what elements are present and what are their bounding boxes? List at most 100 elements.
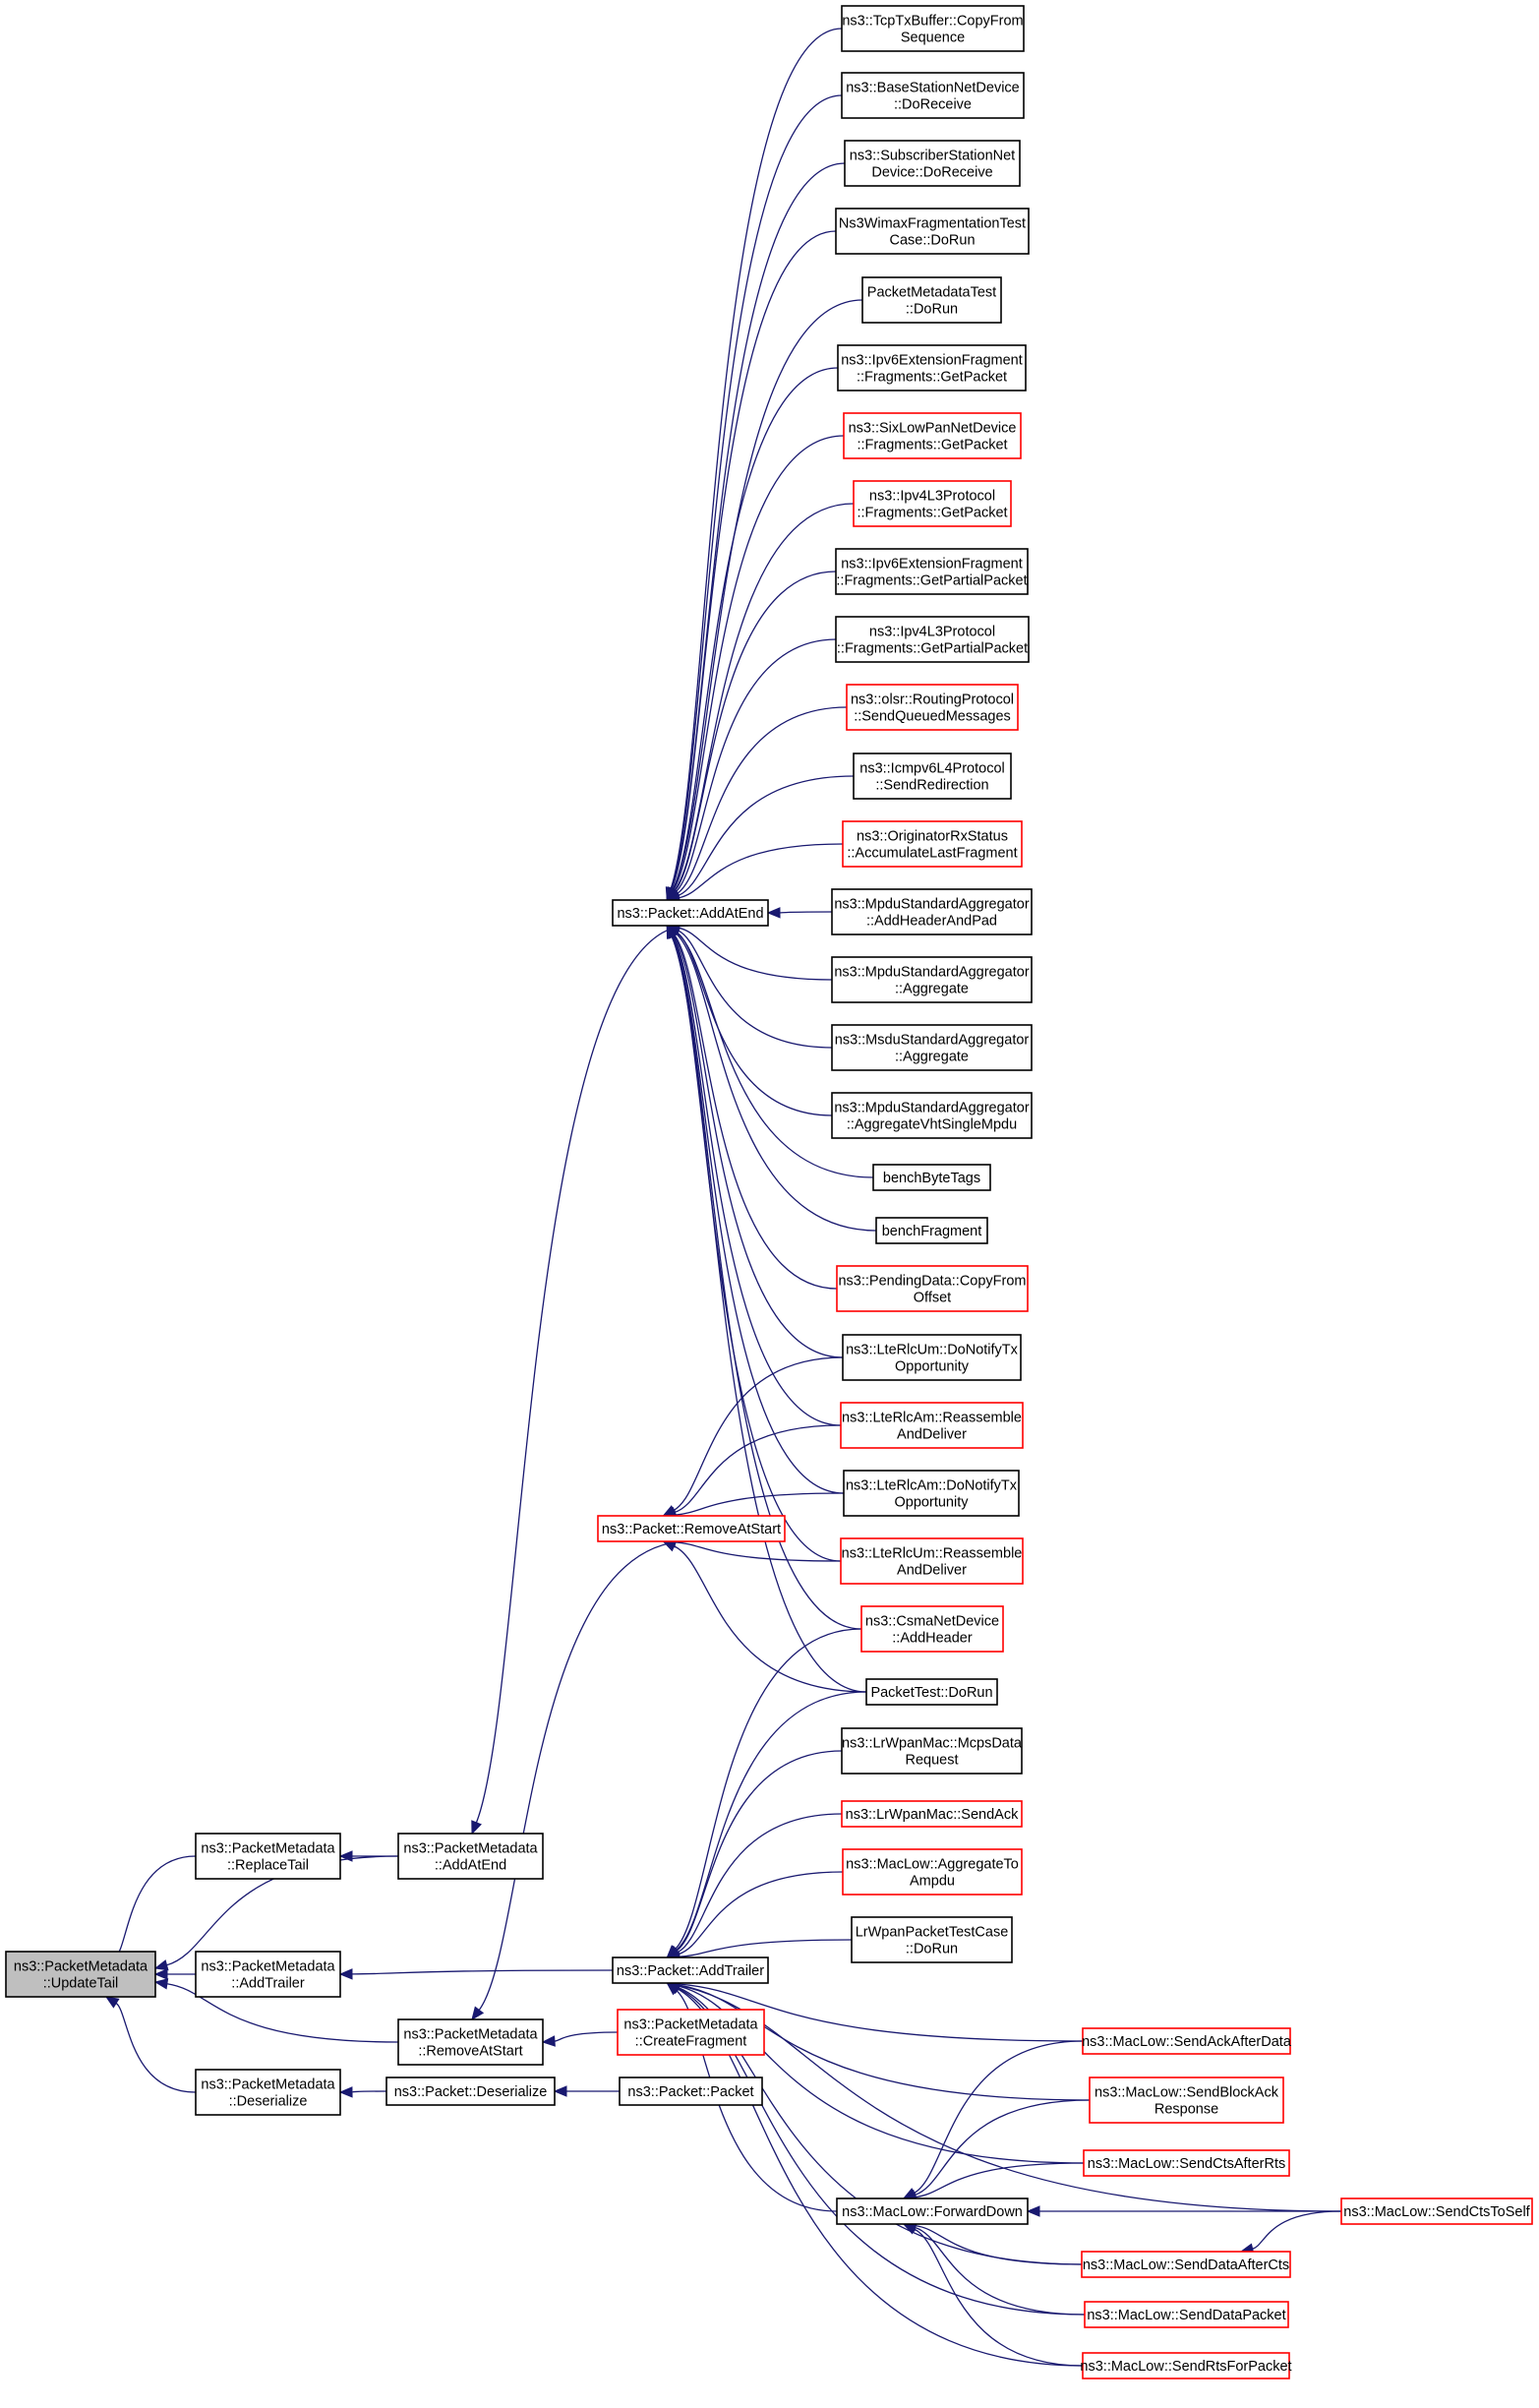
node-originator-rx[interactable]: ns3::OriginatorRxStatus::AccumulateLastF… — [842, 820, 1023, 868]
node-pkt-packet[interactable]: ns3::Packet::Packet — [619, 2077, 763, 2106]
node-add-trailer-meta[interactable]: ns3::PacketMetadata::AddTrailer — [195, 1951, 341, 1998]
node-label-line: ::Fragments::GetPacket — [857, 438, 1007, 453]
node-root[interactable]: ns3::PacketMetadata::UpdateTail — [5, 1951, 156, 1998]
node-bench-fragment[interactable]: benchFragment — [875, 1217, 988, 1244]
node-pm-test[interactable]: PacketMetadataTest::DoRun — [861, 276, 1002, 324]
node-lrwpan-send-ack[interactable]: ns3::LrWpanMac::SendAck — [841, 1800, 1023, 1828]
node-box — [397, 1833, 544, 1880]
node-icmpv6-redirect[interactable]: ns3::Icmpv6L4Protocol::SendRedirection — [853, 752, 1012, 800]
node-label-line: ::SendQueuedMessages — [854, 709, 1011, 725]
node-label-line: Sequence — [901, 30, 965, 46]
node-box — [597, 1515, 786, 1542]
edge-line — [678, 843, 844, 899]
edge-lte-um-reassemble-to-pkt-add-at-end — [666, 924, 842, 1562]
edge-line — [676, 932, 874, 1178]
node-bs-net-device[interactable]: ns3::BaseStationNetDevice::DoReceive — [841, 72, 1025, 119]
node-box — [843, 412, 1022, 459]
edge-add-trailer-meta-to-root — [153, 1968, 196, 1980]
node-label-line: LrWpanPacketTestCase — [856, 1925, 1009, 1941]
arrowhead-icon — [553, 2085, 567, 2097]
node-box — [865, 1678, 998, 1706]
node-msdu-aggregate[interactable]: ns3::MsduStandardAggregator::Aggregate — [831, 1024, 1033, 1071]
node-label-line: ns3::TcpTxBuffer::CopyFrom — [842, 14, 1023, 30]
node-label-line: ns3::PacketMetadata — [403, 1841, 538, 1857]
node-bench-byte-tags[interactable]: benchByteTags — [872, 1164, 991, 1191]
node-send-ack-after-data[interactable]: ns3::MacLow::SendAckAfterData — [1082, 2027, 1292, 2055]
edge-packet-test-to-pkt-remove-at-start — [662, 1540, 867, 1693]
node-mpdu-aggregate[interactable]: ns3::MpduStandardAggregator::Aggregate — [831, 956, 1033, 1003]
node-send-data-packet[interactable]: ns3::MacLow::SendDataPacket — [1084, 2301, 1289, 2328]
node-box — [195, 2069, 341, 2116]
arrowhead-icon — [471, 1820, 482, 1836]
node-ipv6-ext-get-packet[interactable]: ns3::Ipv6ExtensionFragment::Fragments::G… — [837, 344, 1027, 391]
node-label-line: ns3::PendingData::CopyFrom — [838, 1274, 1026, 1290]
edge-line — [671, 935, 867, 1693]
node-six-low-pan[interactable]: ns3::SixLowPanNetDevice::Fragments::GetP… — [843, 412, 1022, 459]
node-mpdu-add-header[interactable]: ns3::MpduStandardAggregator::AddHeaderAn… — [831, 888, 1033, 935]
node-box — [1082, 2027, 1291, 2055]
node-olsr-send-queued[interactable]: ns3::olsr::RoutingProtocol::SendQueuedMe… — [846, 684, 1019, 731]
node-ss-net-device[interactable]: ns3::SubscriberStationNetDevice::DoRecei… — [844, 140, 1021, 187]
node-send-cts-to-self[interactable]: ns3::MacLow::SendCtsToSelf — [1340, 2197, 1533, 2225]
node-lrwpan-test-case[interactable]: LrWpanPacketTestCase::DoRun — [851, 1916, 1013, 1963]
node-csma-add-header[interactable]: ns3::CsmaNetDevice::AddHeader — [860, 1605, 1004, 1653]
node-box — [875, 1217, 988, 1244]
node-pkt-deserialize[interactable]: ns3::Packet::Deserialize — [385, 2077, 556, 2106]
edge-line — [674, 571, 837, 892]
node-ipv6-ext-get-partial[interactable]: ns3::Ipv6ExtensionFragment::Fragments::G… — [835, 548, 1029, 595]
edge-pkt-add-trailer-to-add-trailer-meta — [338, 1968, 614, 1980]
edge-line — [678, 927, 833, 981]
arrowhead-icon — [666, 924, 678, 939]
node-box — [851, 1916, 1013, 1963]
node-label-line: ns3::PacketMetadata — [623, 2017, 758, 2033]
node-send-rts-for-packet[interactable]: ns3::MacLow::SendRtsForPacket — [1080, 2352, 1292, 2379]
node-box — [836, 2197, 1029, 2225]
node-label-line: ::UpdateTail — [43, 1976, 119, 1992]
node-box — [1084, 2301, 1289, 2328]
node-ipv4-get-packet[interactable]: ns3::Ipv4L3Protocol::Fragments::GetPacke… — [853, 480, 1012, 527]
node-remove-at-start-meta[interactable]: ns3::PacketMetadata::RemoveAtStart — [397, 2018, 544, 2066]
edge-wimax-frag-test-to-pkt-add-at-end — [666, 230, 837, 902]
node-label-line: ::AccumulateLastFragment — [847, 846, 1017, 862]
edge-line — [674, 1545, 867, 1693]
edge-mpdu-add-header-to-pkt-add-at-end — [766, 907, 833, 919]
edge-line — [351, 2090, 387, 2093]
node-pkt-remove-at-start[interactable]: ns3::Packet::RemoveAtStart — [597, 1515, 786, 1542]
node-label-line: ns3::LteRlcUm::DoNotifyTx — [846, 1343, 1019, 1358]
node-pkt-add-at-end[interactable]: ns3::Packet::AddAtEnd — [612, 899, 769, 927]
node-label-line: ns3::olsr::RoutingProtocol — [851, 692, 1014, 708]
edge-line — [914, 2040, 1084, 2194]
node-label-line: ns3::Ipv4L3Protocol — [869, 625, 995, 640]
node-box — [5, 1951, 156, 1998]
node-ipv4-get-partial[interactable]: ns3::Ipv4L3Protocol::Fragments::GetParti… — [835, 616, 1030, 663]
edge-line — [674, 934, 838, 1290]
node-send-data-after-cts[interactable]: ns3::MacLow::SendDataAfterCts — [1081, 2251, 1291, 2278]
node-forward-down[interactable]: ns3::MacLow::ForwardDown — [836, 2197, 1029, 2225]
edge-send-rts-for-packet-to-forward-down — [902, 2223, 1084, 2367]
node-mpdu-agg-vht[interactable]: ns3::MpduStandardAggregator::AggregateVh… — [831, 1092, 1033, 1139]
node-label-line: ns3::LrWpanMac::SendAck — [846, 1807, 1019, 1823]
edge-pkt-add-at-end-to-add-at-end-meta — [471, 925, 689, 1836]
node-add-at-end-meta[interactable]: ns3::PacketMetadata::AddAtEnd — [397, 1833, 544, 1880]
edge-line — [679, 1939, 853, 1957]
node-packet-test[interactable]: PacketTest::DoRun — [865, 1678, 998, 1706]
node-label-line: ns3::PacketMetadata — [14, 1959, 148, 1975]
node-label-line: ::Aggregate — [895, 982, 969, 997]
node-label-line: Request — [905, 1753, 958, 1769]
node-pkt-add-trailer[interactable]: ns3::Packet::AddTrailer — [612, 1956, 769, 1984]
node-replace-tail[interactable]: ns3::PacketMetadata::ReplaceTail — [195, 1833, 341, 1880]
node-box — [831, 956, 1033, 1003]
node-create-fragment[interactable]: ns3::PacketMetadata::CreateFragment — [617, 2009, 765, 2056]
node-deserialize-meta[interactable]: ns3::PacketMetadata::Deserialize — [195, 2069, 341, 2116]
node-send-cts-after-rts[interactable]: ns3::MacLow::SendCtsAfterRts — [1083, 2149, 1290, 2177]
